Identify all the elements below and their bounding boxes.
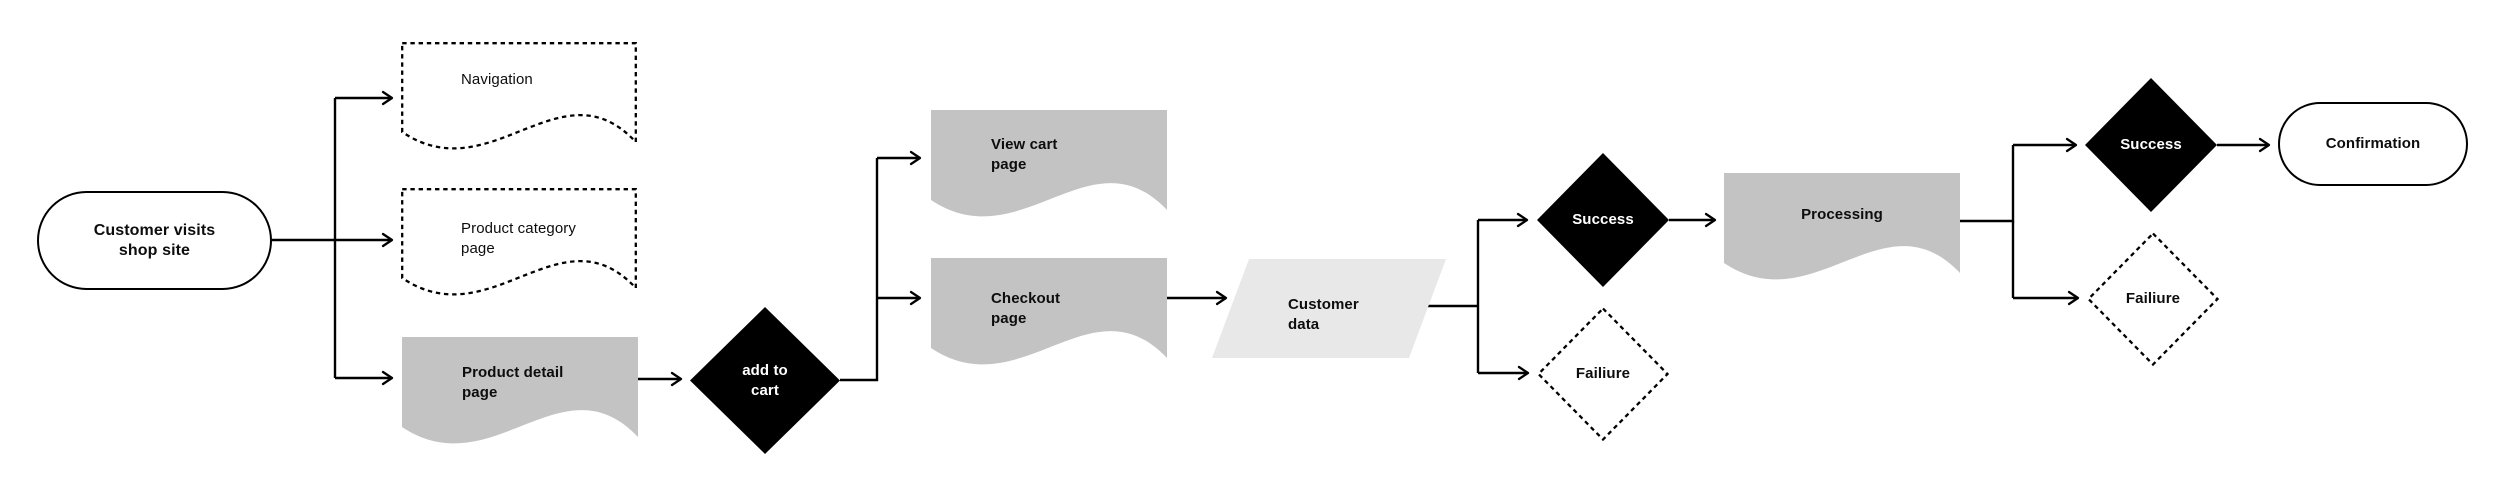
edge-addtocart-branch	[840, 150, 922, 382]
node-label: add to cart	[742, 361, 793, 399]
node-label: Success	[2120, 136, 2182, 153]
node-product-detail-document[interactable]: Product detail page	[402, 337, 638, 452]
node-label: Product category page	[461, 220, 581, 257]
node-confirmation-terminator[interactable]: Confirmation	[2278, 102, 2468, 186]
node-label: Failiure	[1575, 365, 1631, 382]
diamond-shape	[2086, 231, 2220, 367]
node-product-category-document[interactable]: Product category page	[401, 188, 637, 303]
node-label: Confirmation	[2325, 135, 2421, 152]
diamond-shape	[1536, 306, 1670, 442]
node-navigation-document[interactable]: Navigation	[401, 42, 637, 157]
node-customer-data-parallelogram[interactable]: Customer data	[1212, 259, 1446, 358]
node-label: Navigation	[461, 71, 533, 88]
node-failiure-payment-decision[interactable]: Failiure	[1536, 306, 1670, 442]
document-shape	[402, 337, 638, 444]
document-shape	[931, 258, 1167, 365]
node-checkout-document[interactable]: Checkout page	[931, 258, 1167, 373]
document-shape	[1724, 173, 1960, 280]
diamond-shape	[1537, 153, 1669, 287]
node-label: Customer visits shop site	[93, 221, 220, 259]
edge-customerdata-branch	[1428, 212, 1530, 381]
document-shape	[401, 188, 637, 296]
parallelogram-shape	[1212, 259, 1446, 358]
node-label: Failiure	[2125, 290, 2181, 307]
node-success-payment-decision[interactable]: Success	[1537, 153, 1669, 287]
node-view-cart-document[interactable]: View cart page	[931, 110, 1167, 225]
node-processing-document[interactable]: Processing	[1724, 173, 1960, 288]
node-label: Product detail page	[462, 363, 568, 401]
node-label: Checkout page	[991, 290, 1065, 327]
node-success-processing-decision[interactable]: Success	[2085, 78, 2217, 212]
node-start-terminator[interactable]: Customer visits shop site	[37, 191, 272, 290]
node-label: Success	[1572, 211, 1634, 228]
diamond-shape	[2085, 78, 2217, 212]
edge-processing-branch	[1959, 137, 2080, 306]
node-label: Customer data	[1288, 295, 1364, 333]
diamond-shape	[690, 307, 840, 454]
node-failiure-processing-decision[interactable]: Failiure	[2086, 231, 2220, 367]
node-label: View cart page	[991, 135, 1062, 173]
document-shape	[401, 42, 637, 150]
document-shape	[931, 110, 1167, 217]
node-add-to-cart-decision[interactable]: add to cart	[690, 307, 840, 454]
node-label: Processing	[1801, 205, 1883, 223]
edge-start-branch	[272, 90, 394, 386]
